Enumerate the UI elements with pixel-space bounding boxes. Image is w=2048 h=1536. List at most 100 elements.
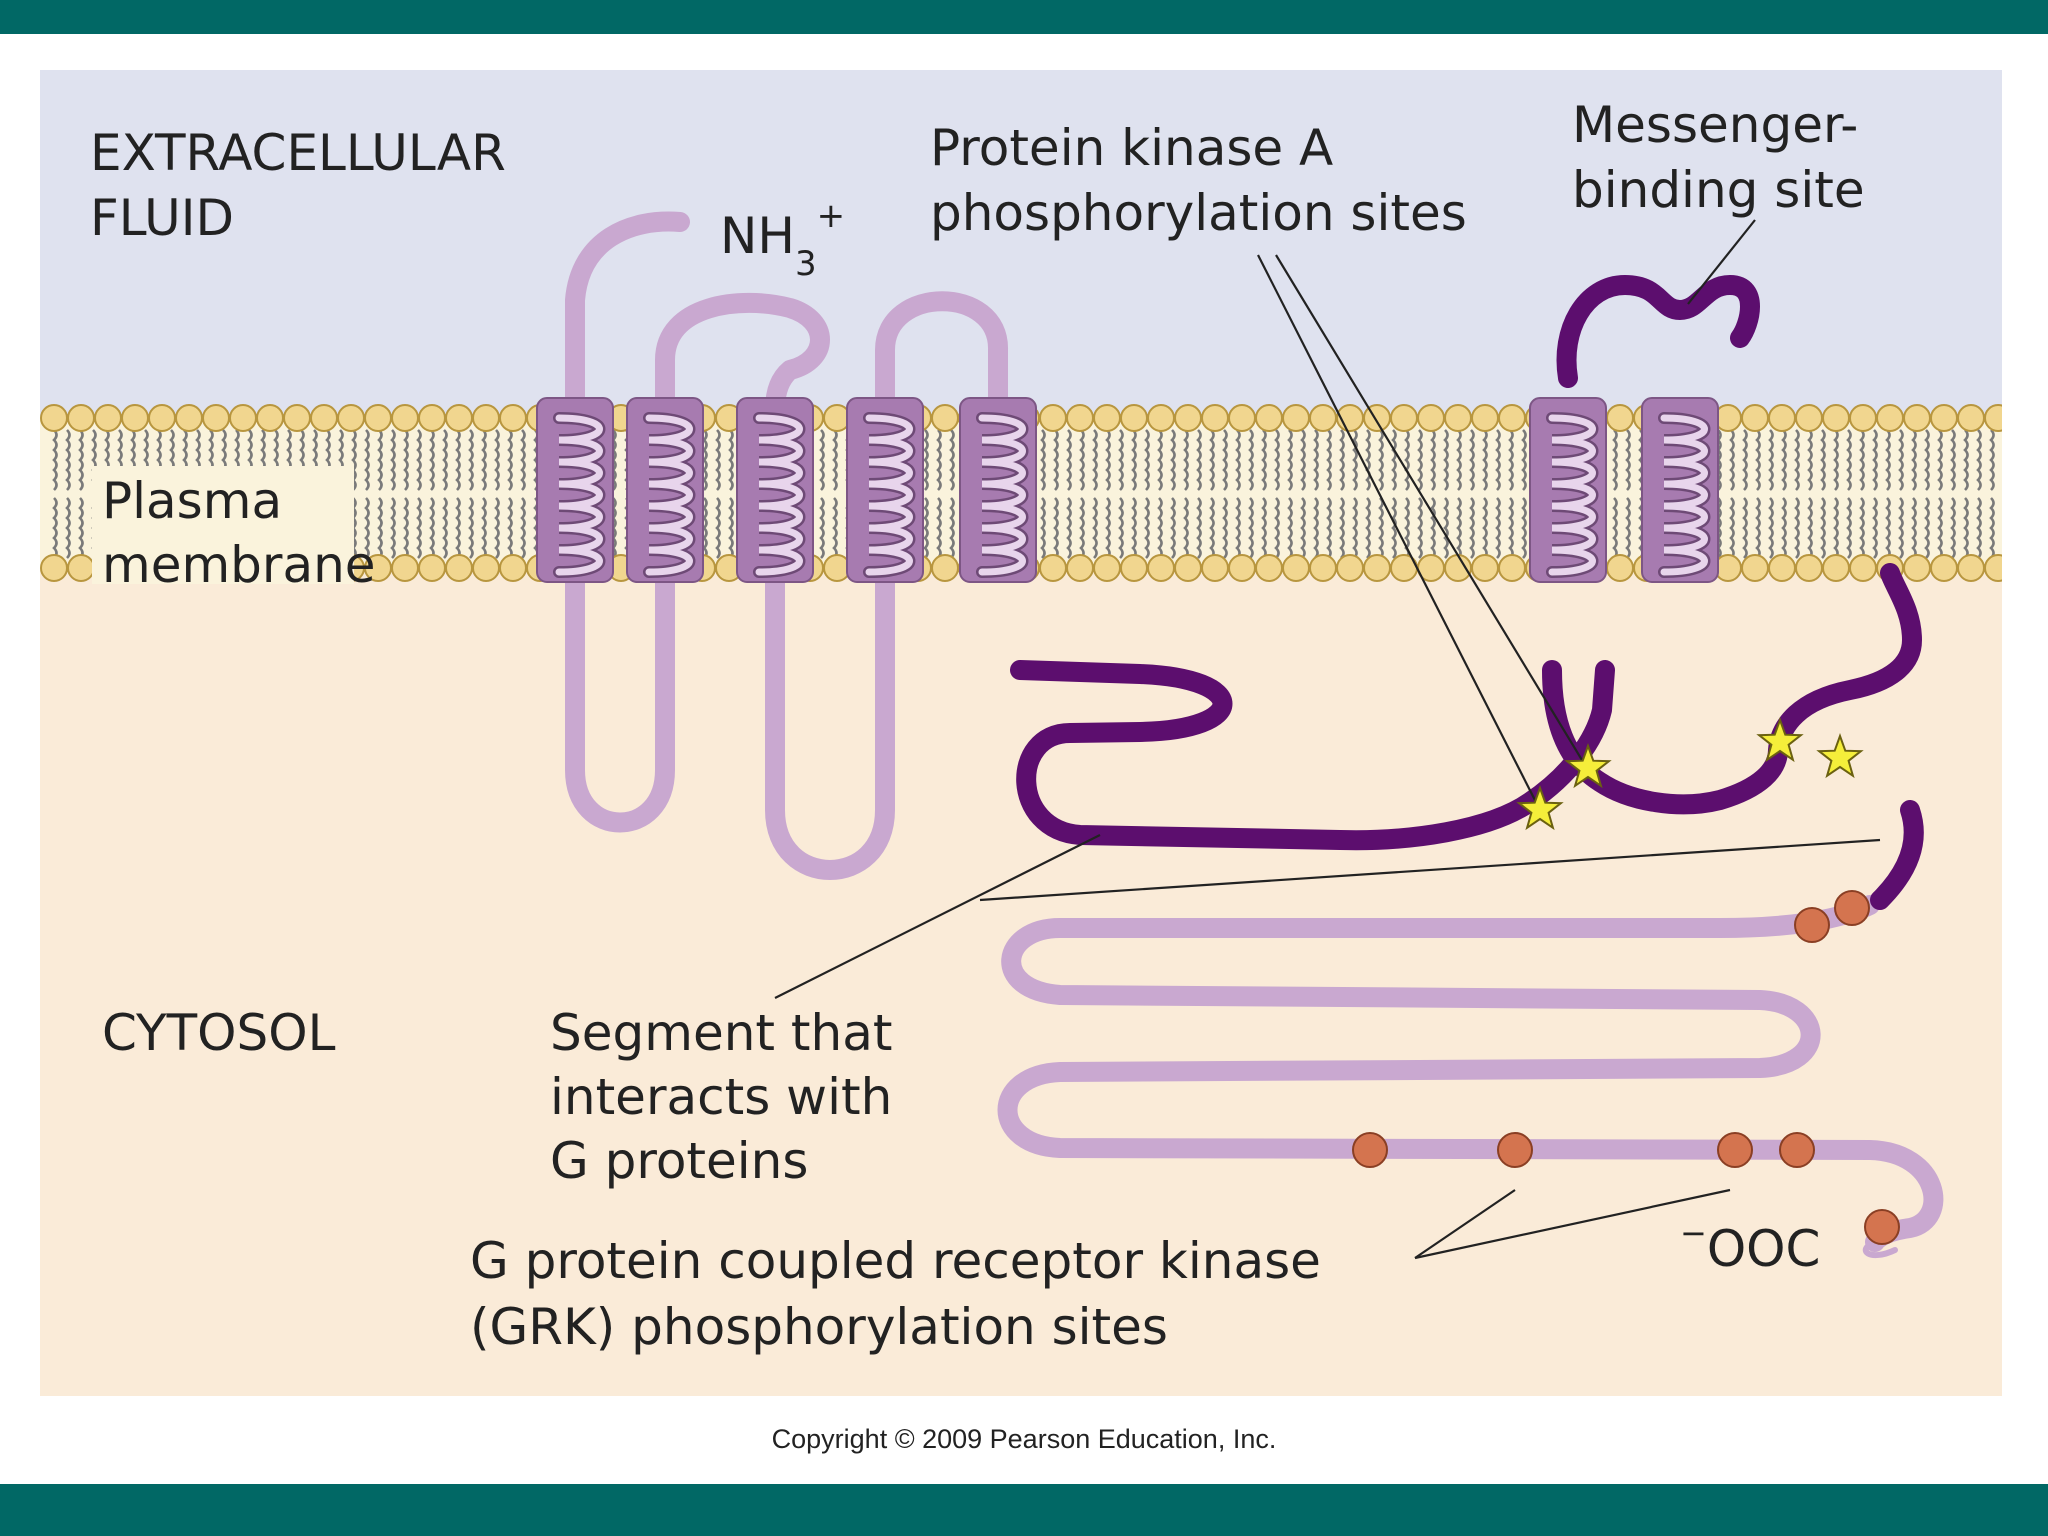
lipid-tail	[1638, 497, 1644, 559]
grk-pointer-1	[1414, 1189, 1516, 1259]
lipid-tail	[728, 497, 734, 559]
lipid-tail	[1079, 497, 1085, 559]
lipid-tail	[923, 497, 929, 559]
lipid-tail	[1859, 429, 1865, 491]
lipid-tail	[1183, 429, 1189, 491]
lipid-tail	[533, 497, 539, 559]
lipid-tail	[1209, 497, 1215, 559]
lipid-tail	[416, 497, 422, 559]
lipid-tail	[1729, 497, 1735, 559]
transmembrane-helix	[846, 397, 924, 583]
lipid-head	[175, 404, 203, 432]
lipid-head	[1984, 554, 2002, 582]
lipid-head	[1606, 404, 1634, 432]
lipid-tail	[1508, 429, 1514, 491]
lipid-tail	[494, 497, 500, 559]
lipid-tail	[364, 429, 370, 491]
lipid-tail	[936, 497, 942, 559]
lipid-head	[148, 404, 176, 432]
lipid-head	[418, 404, 446, 432]
lipid-head	[1822, 404, 1850, 432]
lipid-head	[202, 404, 230, 432]
lipid-tail	[1391, 429, 1397, 491]
lipid-head	[1336, 554, 1364, 582]
lipid-tail	[1222, 497, 1228, 559]
lipid-tail	[1456, 497, 1462, 559]
lipid-head	[1957, 554, 1985, 582]
lipid-tail	[1352, 497, 1358, 559]
lipid-head	[1795, 404, 1823, 432]
lipid-head	[1174, 404, 1202, 432]
lipid-tail	[1105, 497, 1111, 559]
lipid-head	[1039, 554, 1067, 582]
lipid-head	[121, 404, 149, 432]
lipid-tail	[65, 429, 71, 491]
helix-coil	[978, 414, 1026, 576]
lipid-tail	[715, 497, 721, 559]
lipid-tail	[715, 429, 721, 491]
lipid-tail	[1209, 429, 1215, 491]
lipid-head	[1066, 554, 1094, 582]
lipid-tail	[1755, 497, 1761, 559]
lipid-tail	[1235, 429, 1241, 491]
lipid-tail	[442, 429, 448, 491]
grk-site	[1497, 1132, 1533, 1168]
lipid-tail	[78, 429, 84, 491]
pka-site	[1564, 743, 1612, 789]
grk-pointer-2	[1414, 1188, 1731, 1260]
lipid-tail	[1170, 497, 1176, 559]
lipid-tail	[1144, 497, 1150, 559]
messenger-label-line2: binding site	[1572, 161, 1865, 219]
lipid-head	[499, 404, 527, 432]
lipid-head	[472, 404, 500, 432]
segment-label-line2: interacts with	[550, 1068, 892, 1126]
pka-pointer-1	[1257, 254, 1541, 811]
lipid-tail	[1170, 429, 1176, 491]
segment-label-line1: Segment that	[550, 1004, 892, 1062]
lipid-tail	[1482, 429, 1488, 491]
lipid-tail	[936, 429, 942, 491]
lipid-tail	[390, 429, 396, 491]
lipid-tail	[1612, 429, 1618, 491]
nh3-base: NH	[720, 207, 795, 265]
lipid-head	[391, 404, 419, 432]
lipid-tail	[1404, 429, 1410, 491]
lipid-head	[1282, 554, 1310, 582]
lipid-tail	[1911, 497, 1917, 559]
transmembrane-helices	[536, 397, 1719, 583]
lipid-head	[1606, 554, 1634, 582]
label-pointers	[774, 219, 1881, 1260]
lipid-tail	[1248, 429, 1254, 491]
lipid-head	[1471, 404, 1499, 432]
plasma-membrane-label-line1: Plasma	[102, 472, 282, 530]
lipid-tail	[52, 429, 58, 491]
lipid-tail	[923, 429, 929, 491]
lipid-tail	[1274, 497, 1280, 559]
lipid-tail	[1313, 497, 1319, 559]
lipid-tail	[1196, 429, 1202, 491]
lipid-tail	[1352, 429, 1358, 491]
lipid-tail	[1131, 497, 1137, 559]
lipid-tail	[1859, 497, 1865, 559]
pka-label-line1: Protein kinase A	[930, 119, 1333, 177]
lipid-tail	[1963, 429, 1969, 491]
grk-phosphorylation-sites	[1352, 890, 1900, 1245]
lipid-tail	[1911, 429, 1917, 491]
lipid-tail	[1326, 429, 1332, 491]
grk-label-line1: G protein coupled receptor kinase	[470, 1232, 1321, 1290]
lipid-tail	[1157, 497, 1163, 559]
lipid-tail	[1092, 497, 1098, 559]
lipid-tail	[403, 497, 409, 559]
lipid-head	[472, 554, 500, 582]
lipid-head	[256, 404, 284, 432]
lipid-tail	[1261, 497, 1267, 559]
lipid-tail	[1976, 497, 1982, 559]
lipid-head	[1444, 554, 1472, 582]
lipid-head	[1957, 404, 1985, 432]
helix-coil	[555, 414, 603, 576]
lipid-tail	[520, 429, 526, 491]
lipid-tail	[533, 429, 539, 491]
lipid-tail	[78, 497, 84, 559]
lipid-head	[1120, 404, 1148, 432]
lipid-tail	[1781, 497, 1787, 559]
